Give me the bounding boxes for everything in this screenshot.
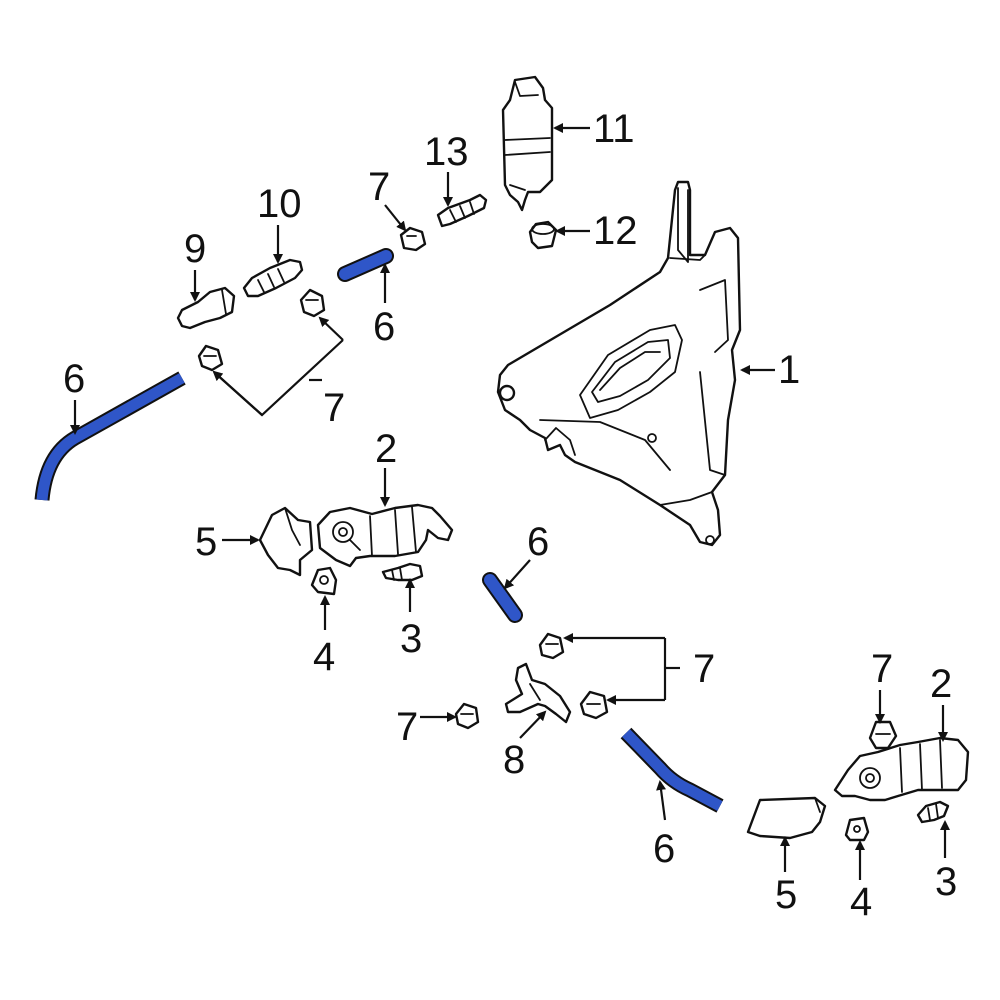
callout-6-top: 6: [373, 305, 395, 349]
callout-7-lower-right: 7: [871, 647, 893, 691]
callout-5-lower: 5: [775, 873, 797, 917]
callout-7-lower-left: 7: [396, 705, 418, 749]
clamp-lower-right: [579, 690, 609, 720]
washer-nozzle-cylinder-upper: [316, 503, 454, 568]
cover-cap-upper: [258, 506, 314, 577]
callout-11: 11: [593, 107, 635, 151]
hose-top: [337, 248, 394, 282]
hose-middle: [482, 572, 523, 623]
callout-6-middle: 6: [527, 520, 549, 564]
callout-6-left: 6: [63, 357, 85, 401]
callout-9: 9: [184, 227, 206, 271]
tee-connector: [504, 662, 572, 724]
callout-10: 10: [257, 182, 302, 226]
callout-4-lower: 4: [850, 880, 872, 924]
callout-3-lower: 3: [935, 860, 957, 904]
screw-lower: [916, 800, 950, 824]
washer-reservoir: [496, 180, 742, 547]
callout-7-right-group: 7: [693, 647, 715, 691]
callout-2-upper: 2: [375, 427, 397, 471]
clamp-upper-left: [197, 344, 224, 372]
callout-3-upper: 3: [400, 617, 422, 661]
screw-upper: [381, 562, 424, 582]
leader-lines: [70, 123, 950, 880]
callout-12: 12: [593, 209, 638, 253]
connector-9: [176, 286, 236, 330]
callout-2-lower: 2: [930, 662, 952, 706]
callout-1: 1: [778, 348, 800, 392]
callout-5-upper: 5: [195, 520, 217, 564]
clamp-lower-left: [454, 702, 480, 730]
clamp-far-right: [868, 720, 898, 750]
clamp-middle: [538, 632, 565, 660]
callout-7-left-group: 7: [323, 386, 345, 430]
callout-8: 8: [503, 738, 525, 782]
callout-6-bottom: 6: [653, 827, 675, 871]
pump-grommet: [528, 220, 558, 250]
washer-pump: [501, 75, 554, 212]
callout-13: 13: [424, 130, 469, 174]
clamp-upper-right: [299, 288, 326, 318]
callout-7-top: 7: [368, 165, 390, 209]
callout-4-upper: 4: [313, 635, 335, 679]
hose-bottom: [620, 727, 724, 813]
hose-left: [34, 371, 186, 501]
bracket-lower: [844, 816, 870, 842]
bracket-upper: [310, 566, 338, 596]
connector-10: [242, 258, 304, 298]
cover-cap-lower: [746, 796, 827, 840]
connector-13: [436, 193, 488, 228]
clamp-top: [399, 226, 427, 252]
callout-labels: 1 11 12 13 7 10 9 6 6 7 2 5 4 3 6 7 7 8 …: [63, 107, 957, 924]
washer-nozzle-cylinder-lower: [833, 736, 970, 802]
